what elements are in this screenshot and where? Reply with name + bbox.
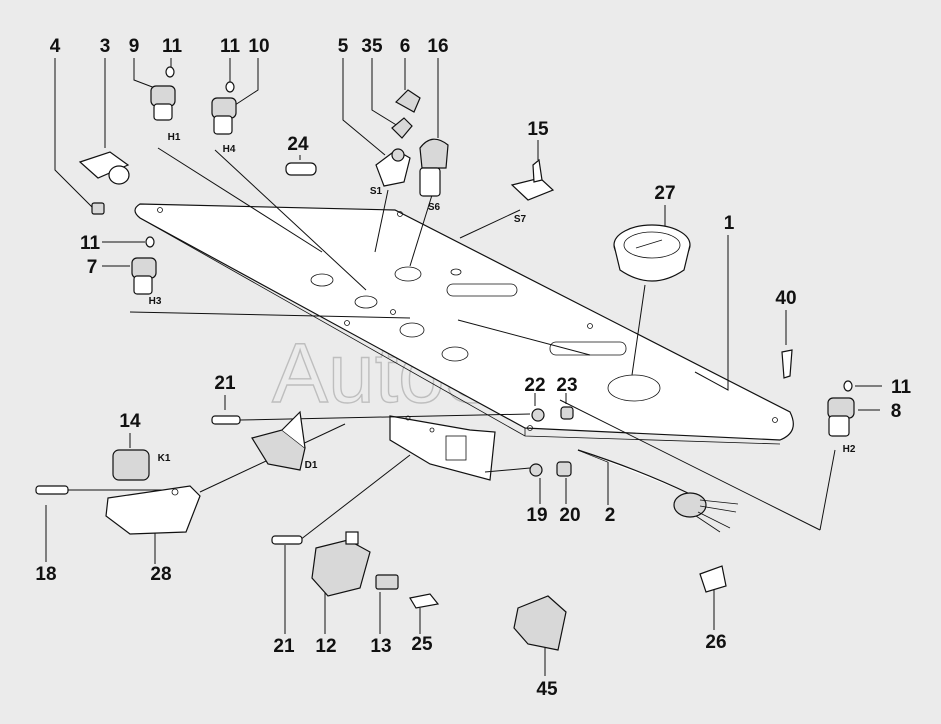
callout-11: 11 xyxy=(220,36,241,57)
cable-tie-26 xyxy=(699,565,727,593)
callout-7: 7 xyxy=(87,257,98,278)
callout-11: 11 xyxy=(80,233,101,254)
lamp-h4 xyxy=(211,97,237,119)
callout-19: 19 xyxy=(526,505,547,526)
callout-11: 11 xyxy=(162,36,183,57)
nut-4 xyxy=(91,202,105,215)
callout-3: 3 xyxy=(100,36,111,57)
callout-6: 6 xyxy=(400,36,411,57)
nut-23 xyxy=(560,406,574,420)
tag-s1: S1 xyxy=(370,186,383,197)
callout-9: 9 xyxy=(129,36,140,57)
callout-40: 40 xyxy=(775,288,796,309)
fuse-holder-13 xyxy=(375,574,399,590)
callout-20: 20 xyxy=(559,505,580,526)
switch-45 xyxy=(513,595,567,651)
dashboard-panel xyxy=(134,203,794,481)
tag-h2: H2 xyxy=(843,444,856,455)
knob-6 xyxy=(395,89,421,113)
callout-15: 15 xyxy=(527,119,549,140)
callout-25: 25 xyxy=(411,634,433,655)
tag-s6: S6 xyxy=(428,202,441,213)
callout-35: 35 xyxy=(361,36,383,57)
cap-35 xyxy=(391,117,413,139)
callout-24: 24 xyxy=(287,134,309,155)
lamp-h3 xyxy=(131,257,157,279)
nut-20 xyxy=(556,461,572,477)
clip-25 xyxy=(409,593,440,609)
tag-h1: H1 xyxy=(168,132,181,143)
callout-27: 27 xyxy=(654,183,675,204)
toggle-switch-s7 xyxy=(510,177,555,201)
callout-2: 2 xyxy=(605,505,616,526)
screw-18 xyxy=(35,485,69,495)
callout-22: 22 xyxy=(524,375,545,396)
callout-23: 23 xyxy=(556,375,577,396)
callout-1: 1 xyxy=(724,213,735,234)
callout-21: 21 xyxy=(273,636,295,657)
tag-d1: D1 xyxy=(305,460,318,471)
callout-21: 21 xyxy=(214,373,236,394)
reference-tags: H1 H4 S1 S6 S7 H3 H2 K1 D1 xyxy=(149,132,856,471)
wiring-harness-2 xyxy=(577,449,691,495)
callout-13: 13 xyxy=(370,636,391,657)
callout-11: 11 xyxy=(891,377,912,398)
screw-21a xyxy=(211,415,241,425)
lamp-h1 xyxy=(150,85,176,107)
tag-h3: H3 xyxy=(149,296,162,307)
tag-k1: K1 xyxy=(158,453,171,464)
components xyxy=(35,66,855,651)
callout-26: 26 xyxy=(705,632,726,653)
callout-10: 10 xyxy=(248,36,269,57)
fuse-24 xyxy=(285,162,317,176)
nut-19 xyxy=(529,463,543,477)
callout-14: 14 xyxy=(119,411,141,432)
callout-28: 28 xyxy=(150,564,171,585)
tag-s7: S7 xyxy=(514,214,527,225)
diode-d1 xyxy=(251,429,306,471)
callout-numbers: 4 3 9 11 11 10 24 5 35 6 16 15 27 1 11 7… xyxy=(35,36,911,700)
callout-18: 18 xyxy=(35,564,56,585)
screw-21b xyxy=(271,535,303,545)
screw-40 xyxy=(781,349,793,379)
callout-12: 12 xyxy=(315,636,336,657)
indicator-s6 xyxy=(419,138,449,169)
bracket-3 xyxy=(78,151,130,179)
callout-4: 4 xyxy=(50,36,61,57)
callout-5: 5 xyxy=(338,36,349,57)
holder-28 xyxy=(105,485,201,535)
relay-12 xyxy=(311,539,371,597)
tag-h4: H4 xyxy=(223,144,236,155)
callout-16: 16 xyxy=(427,36,448,57)
leader-lines xyxy=(45,58,882,676)
nut-22 xyxy=(531,408,545,422)
callout-8: 8 xyxy=(891,401,902,422)
lamp-h2 xyxy=(827,397,855,419)
callout-45: 45 xyxy=(536,679,558,700)
relay-cap-k1 xyxy=(112,449,150,481)
